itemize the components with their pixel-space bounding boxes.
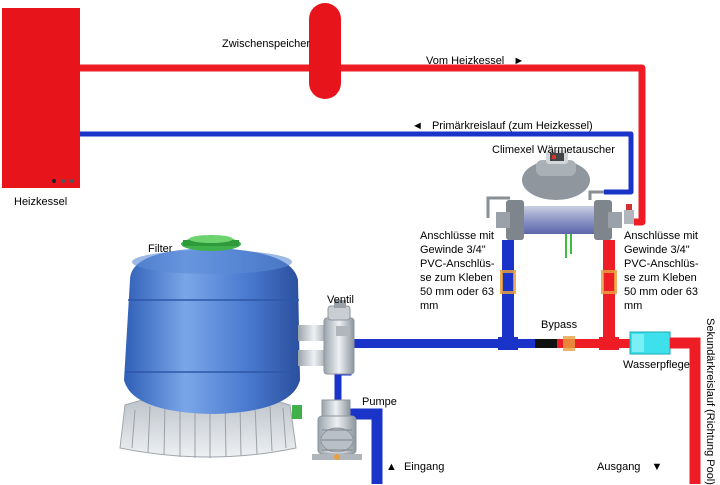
waermetauscher-label: Climexel Wärmetauscher — [492, 144, 615, 156]
zwischenspeicher-label: Zwischenspeicher — [222, 38, 311, 50]
sand-filter — [119, 235, 302, 458]
vom-heizkessel-label: Vom Heizkessel ► — [426, 54, 524, 68]
secondary-red-riser — [601, 240, 617, 344]
secondary-main-line — [350, 336, 630, 351]
cold-primary-line — [80, 131, 634, 195]
wasserpflege-unit — [629, 331, 671, 355]
pump — [312, 399, 362, 460]
pumpe-label: Pumpe — [362, 396, 397, 408]
eingang-label: ▲ Eingang — [386, 460, 444, 474]
filter-label: Filter — [148, 243, 173, 255]
ausgang-text: Ausgang — [597, 461, 641, 473]
eingang-arrow-icon: ▲ — [386, 461, 397, 473]
ausgang-line — [670, 337, 701, 484]
multiport-valve — [298, 300, 355, 375]
primaerkreislauf-label: ◄ Primärkreislauf (zum Heizkessel) — [412, 119, 593, 133]
ausgang-arrow-icon: ▼ — [651, 461, 663, 473]
heat-exchanger — [486, 150, 634, 258]
heizkessel-boiler — [2, 8, 80, 188]
hot-primary-line — [80, 64, 646, 226]
sekundaerkreislauf-label: Sekundärkreislauf (Richtung Pool) — [704, 318, 716, 485]
secondary-blue-riser — [500, 240, 516, 344]
vom-heizkessel-text: Vom Heizkessel — [426, 55, 505, 67]
primaerkreislauf-arrow-icon: ◄ — [412, 120, 423, 132]
vom-heizkessel-arrow-icon: ► — [513, 55, 525, 67]
zwischenspeicher-tank — [309, 3, 341, 99]
heizkessel-label: Heizkessel — [14, 196, 68, 208]
anschluesse-right-label: Anschlüsse mit Gewinde 3/4" PVC-Anschlüs… — [624, 230, 699, 312]
bypass-label: Bypass — [541, 319, 578, 331]
eingang-text: Eingang — [403, 461, 445, 473]
ausgang-label: Ausgang ▼ — [597, 460, 662, 474]
eingang-line — [348, 408, 383, 484]
wasserpflege-label: Wasserpflege — [623, 359, 690, 371]
primaerkreislauf-text: Primärkreislauf (zum Heizkessel) — [431, 120, 593, 132]
ventil-label: Ventil — [327, 294, 354, 306]
anschluesse-left-label: Anschlüsse mit Gewinde 3/4" PVC-Anschlüs… — [420, 230, 495, 312]
